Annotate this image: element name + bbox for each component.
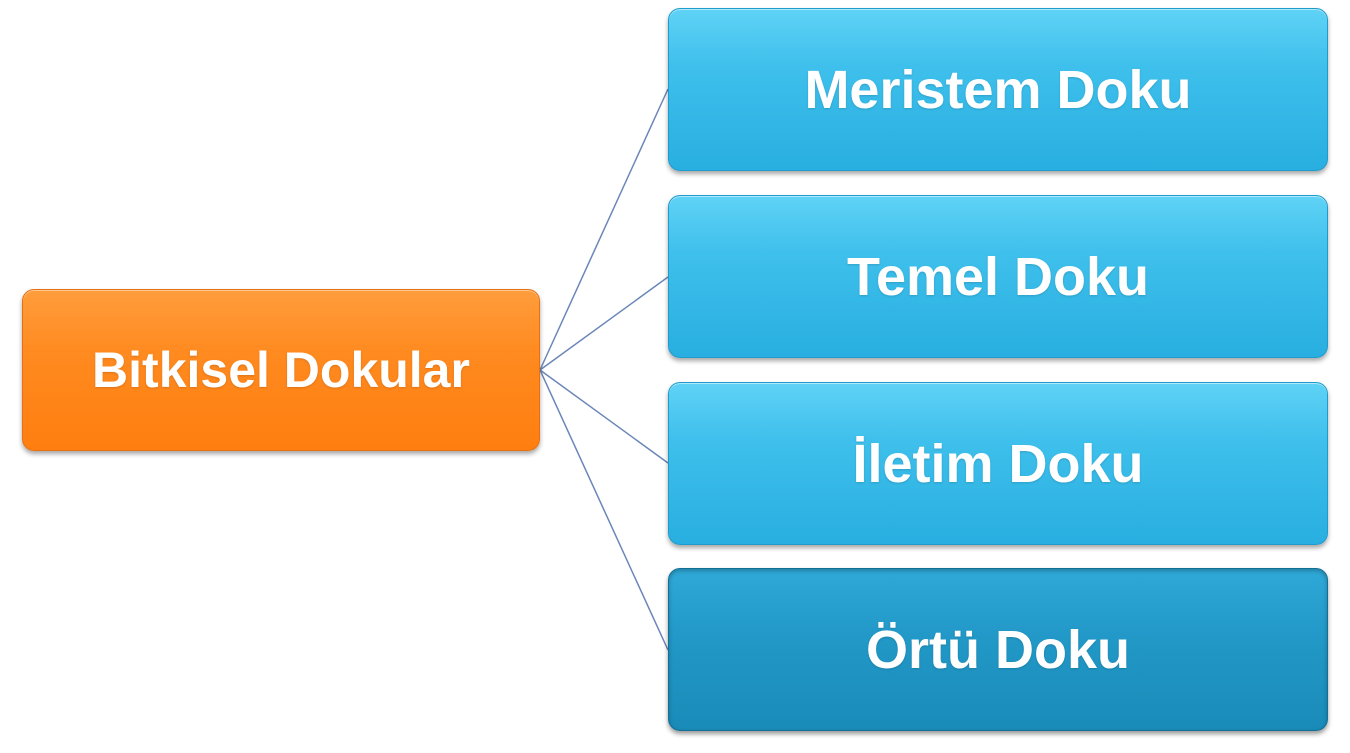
child-node-label: İletim Doku — [852, 433, 1144, 494]
connector-temel — [539, 276, 669, 371]
connector-meristem — [539, 88, 669, 371]
child-node-label: Meristem Doku — [804, 59, 1192, 120]
child-node-ortu-doku[interactable]: Örtü Doku — [668, 568, 1328, 731]
child-node-meristem-doku[interactable]: Meristem Doku — [668, 8, 1328, 171]
child-node-temel-doku[interactable]: Temel Doku — [668, 195, 1328, 358]
root-node-bitkisel-dokular[interactable]: Bitkisel Dokular — [22, 289, 540, 451]
root-node-label: Bitkisel Dokular — [92, 342, 470, 398]
child-node-label: Örtü Doku — [866, 619, 1130, 680]
connector-ortu — [539, 369, 669, 651]
child-node-iletim-doku[interactable]: İletim Doku — [668, 382, 1328, 545]
child-node-label: Temel Doku — [846, 246, 1150, 307]
connector-iletim — [539, 369, 669, 464]
